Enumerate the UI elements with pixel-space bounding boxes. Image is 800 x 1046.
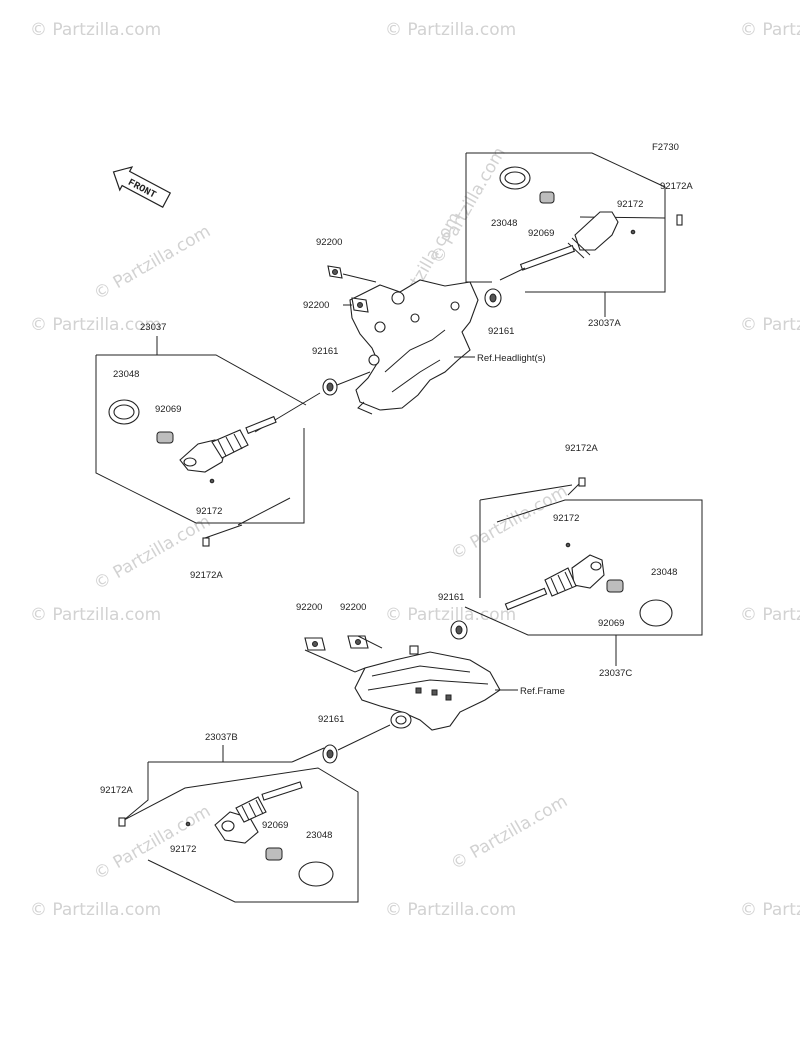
watermarks: © Partzilla.com © Partzilla.com © Partzi… <box>30 20 800 920</box>
part-label-92161: 92161 <box>312 346 338 357</box>
housing <box>574 211 619 251</box>
part-label-92069: 92069 <box>155 404 181 415</box>
part-label-92172A: 92172A <box>100 785 133 796</box>
watermark: © Partzilla.com <box>740 900 800 920</box>
part-label-92069: 92069 <box>262 820 288 831</box>
watermark: © Partzilla.com <box>385 900 516 920</box>
screw-92172A <box>676 214 683 226</box>
rear-frame <box>354 645 501 731</box>
turn-signal-23037C <box>450 477 703 640</box>
part-label-92161: 92161 <box>438 592 464 603</box>
screw-92172 <box>209 478 215 484</box>
lens-23048 <box>639 599 673 627</box>
part-label-92200: 92200 <box>340 602 366 613</box>
part-label-92172: 92172 <box>553 513 579 524</box>
grommet-92200 <box>347 635 369 649</box>
ref-frame: Ref.Frame <box>520 686 565 697</box>
watermark: © Partzilla.com <box>30 20 161 40</box>
part-label-23048: 23048 <box>306 830 332 841</box>
screw-92172 <box>565 542 571 548</box>
watermark: © Partzilla.com <box>385 605 516 625</box>
watermark: © Partzilla.com <box>91 511 215 594</box>
screw-92172A <box>578 477 586 487</box>
screw-92172 <box>630 229 636 235</box>
part-label-92161: 92161 <box>318 714 344 725</box>
bulb-92069 <box>539 191 555 204</box>
part-label-92172: 92172 <box>170 844 196 855</box>
lens-23048 <box>298 861 334 887</box>
part-label-92172A: 92172A <box>660 181 693 192</box>
screw-92172A <box>202 537 210 547</box>
headlight-bracket <box>349 279 479 415</box>
part-label-23037A: 23037A <box>588 318 621 329</box>
part-label-92200: 92200 <box>303 300 329 311</box>
part-label-23048: 23048 <box>651 567 677 578</box>
watermark: © Partzilla.com <box>740 605 800 625</box>
part-label-23037C: 23037C <box>599 668 632 679</box>
part-label-92200: 92200 <box>316 237 342 248</box>
watermark: © Partzilla.com <box>91 221 215 304</box>
part-label-23037B: 23037B <box>205 732 238 743</box>
grommet-92161 <box>322 378 338 396</box>
watermark: © Partzilla.com <box>740 20 800 40</box>
watermark: © Partzilla.com <box>448 791 572 874</box>
watermark: © Partzilla.com <box>30 315 161 335</box>
part-label-92069: 92069 <box>528 228 554 239</box>
grommet-92161 <box>322 744 338 764</box>
grommet-92200 <box>327 265 343 279</box>
ref-headlight: Ref.Headlight(s) <box>477 353 546 364</box>
watermark: © Partzilla.com <box>427 144 510 268</box>
grommet-92161 <box>484 288 502 308</box>
part-label-92172A: 92172A <box>565 443 598 454</box>
housing <box>571 554 605 589</box>
figure-code: F2730 <box>652 142 679 153</box>
part-label-23048: 23048 <box>491 218 517 229</box>
bulb-92069 <box>156 431 174 444</box>
watermark: © Partzilla.com <box>91 801 215 884</box>
grommet-92200 <box>304 637 326 651</box>
front-arrow-icon: FRONT <box>112 166 172 208</box>
part-label-92200: 92200 <box>296 602 322 613</box>
turn-signal-23037 <box>95 354 321 547</box>
part-label-92069: 92069 <box>598 618 624 629</box>
watermark: © Partzilla.com <box>30 900 161 920</box>
part-label-92172: 92172 <box>196 506 222 517</box>
bulb-92069 <box>265 847 283 861</box>
part-label-92172A: 92172A <box>190 570 223 581</box>
turn-signal-23037A <box>465 152 683 293</box>
bulb-92069 <box>606 579 624 593</box>
part-label-92172: 92172 <box>617 199 643 210</box>
turn-signal-23037B <box>118 747 359 903</box>
watermark: © Partzilla.com <box>30 605 161 625</box>
grommet-92200 <box>351 297 369 313</box>
watermark: © Partzilla.com <box>740 315 800 335</box>
screw-92172A <box>118 817 126 827</box>
screw-92172 <box>185 821 191 827</box>
part-label-23037: 23037 <box>140 322 166 333</box>
part-label-23048: 23048 <box>113 369 139 380</box>
part-label-92161: 92161 <box>488 326 514 337</box>
watermark: © Partzilla.com <box>385 20 516 40</box>
